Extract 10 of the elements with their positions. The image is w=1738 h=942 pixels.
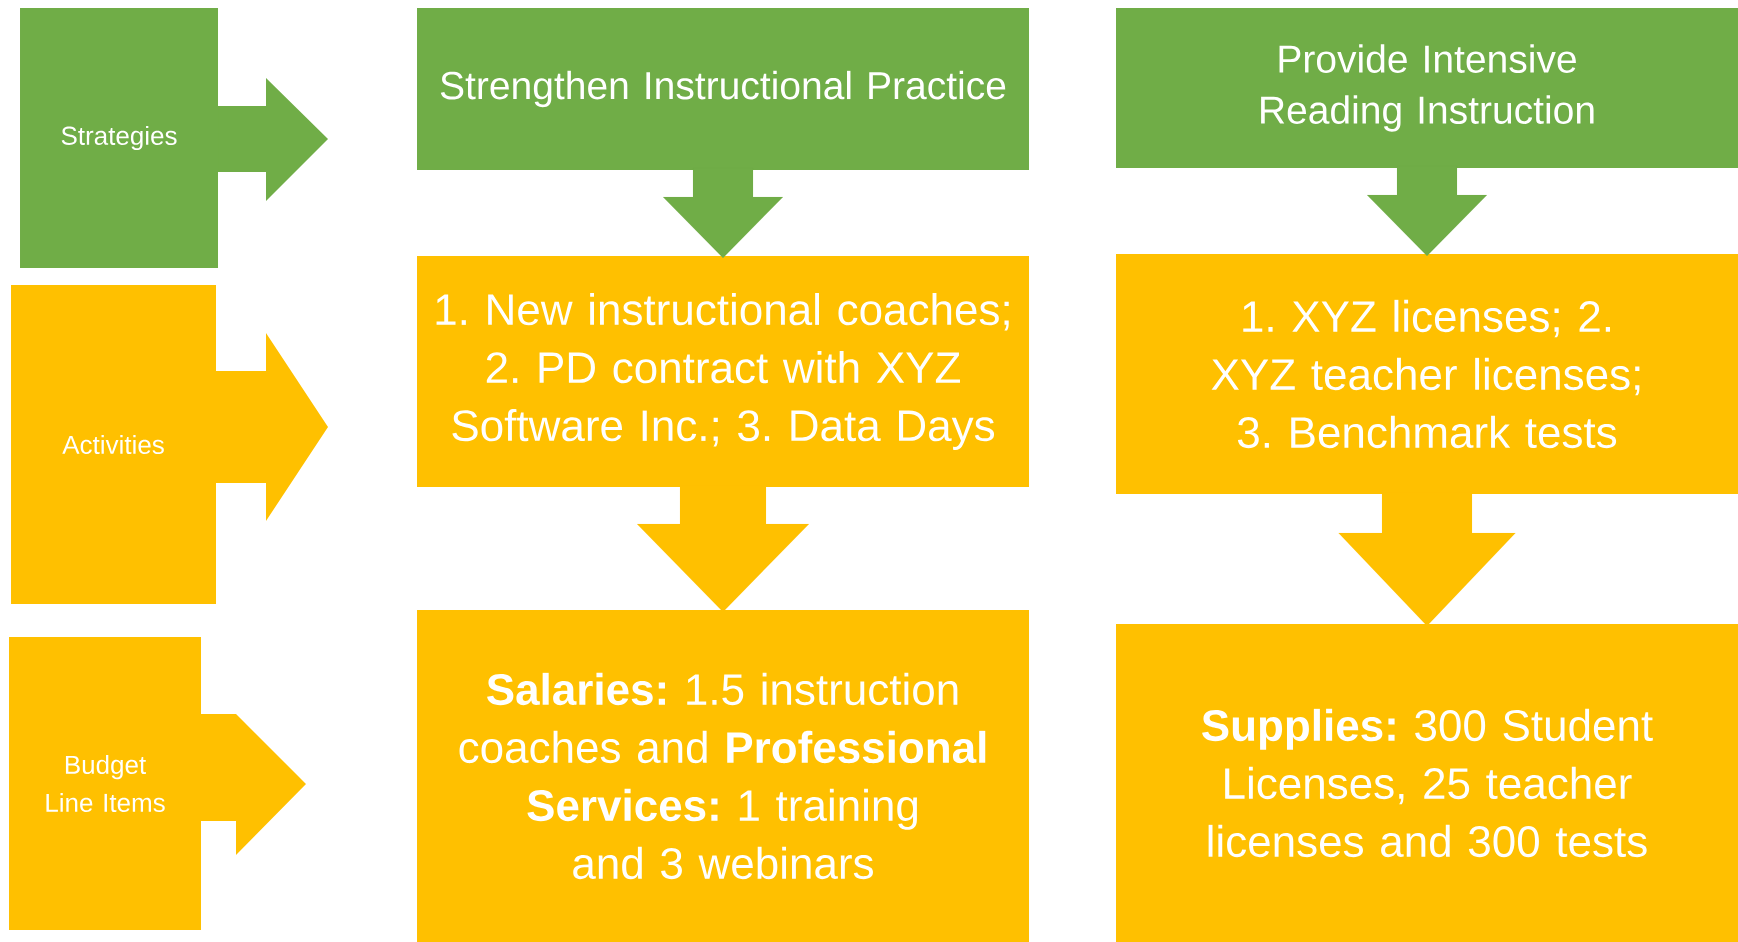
process-box: Provide Intensive Reading Instruction: [1116, 8, 1738, 168]
process-box: 1. XYZ licenses; 2. XYZ teacher licenses; 3. Benchmark tests: [1116, 254, 1738, 494]
arrow: [636, 484, 810, 613]
process-box: 1. New instructional coaches; 2. PD contract with XYZ Software Inc.; 3. Data Days: [417, 256, 1029, 487]
process-box: Strengthen Instructional Practice: [417, 8, 1029, 170]
arrow: [1366, 165, 1488, 257]
process-box: Supplies: 300 Student Licenses, 25 teacher licenses and 300 tests: [1116, 624, 1738, 942]
process-box: Salaries: 1.5 instruction coaches and Professional Services: 1 training and 3 webinars: [417, 610, 1029, 942]
arrow: [662, 167, 784, 259]
arrow: [1338, 491, 1516, 627]
